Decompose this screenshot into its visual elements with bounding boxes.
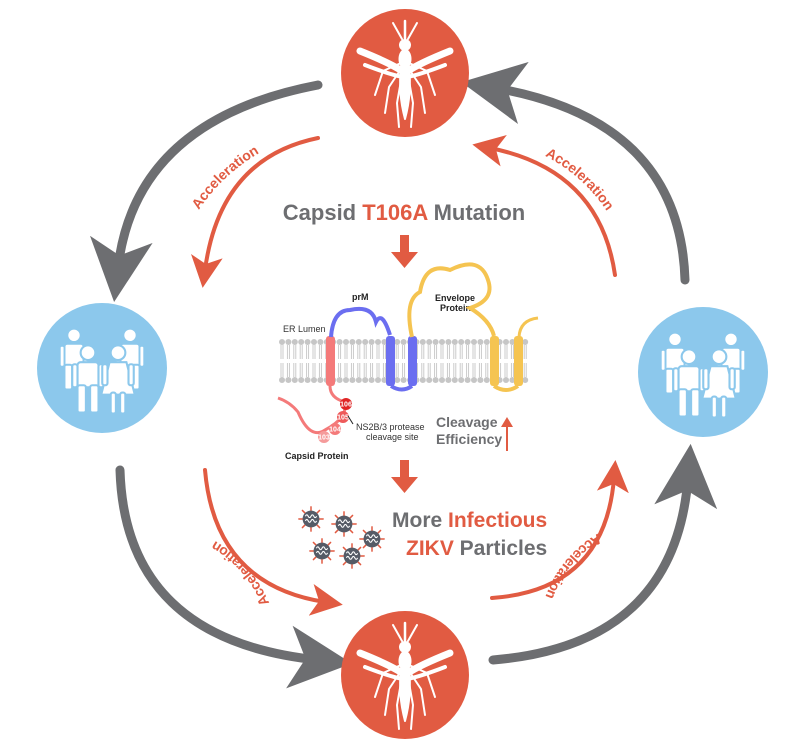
cleavage-pointer [347,415,354,425]
down-arrow-top [391,235,418,268]
down-arrow-bottom [391,460,418,493]
mutation-title: Capsid T106A Mutation [283,200,525,225]
virus-particles [298,506,385,569]
residue-106: 106 [340,402,352,409]
virus-particle-icon [359,526,385,552]
mosquito-bottom [341,611,469,739]
gray-arrow-bottom-right [488,443,718,665]
acceleration-label-bottom-left: Acceleration [208,538,272,608]
red-arrow-top-right [472,135,617,277]
people-right [638,307,768,437]
acceleration-label-top-right: Acceleration [543,144,617,213]
virus-particle-icon [309,538,335,564]
capsid-helix [326,336,335,386]
result-line-2: ZIKV Particles [406,537,547,560]
red-arrow-top-left [191,136,320,288]
er-lumen-label: ER Lumen [283,324,326,334]
prm-helix-1 [386,336,395,386]
envelope-helix-2 [514,336,523,386]
red-arrow-bottom-left [203,468,343,616]
virus-particle-icon [339,543,365,569]
capsid-chain [277,385,347,435]
cleavage-residues: 106 105 104 103 [318,398,352,443]
people-left [37,303,167,433]
residue-103: 103 [318,435,330,442]
mosquito-top [341,9,469,137]
gray-arrow-bottom-left [115,465,353,689]
prm-label: prM [352,292,369,302]
acceleration-arrows [191,135,629,616]
gray-arrow-top-left [90,80,323,302]
outer-cycle-arrows [90,61,718,689]
residue-104: 104 [329,427,341,434]
capsid-protein-label: Capsid Protein [285,451,349,461]
prm-loop [329,306,392,338]
gray-arrow-top-right [461,61,690,285]
efficiency-up-arrow [501,417,513,451]
acceleration-label-bottom-right: Acceleration [543,531,605,602]
virus-particle-icon [298,506,324,532]
red-arrow-bottom-right [490,460,629,600]
virus-particle-icon [331,511,357,537]
result-line-1: More Infectious [392,509,547,532]
envelope-helix-1 [490,336,499,386]
prm-helix-2 [408,336,417,386]
residue-105: 105 [337,415,349,422]
